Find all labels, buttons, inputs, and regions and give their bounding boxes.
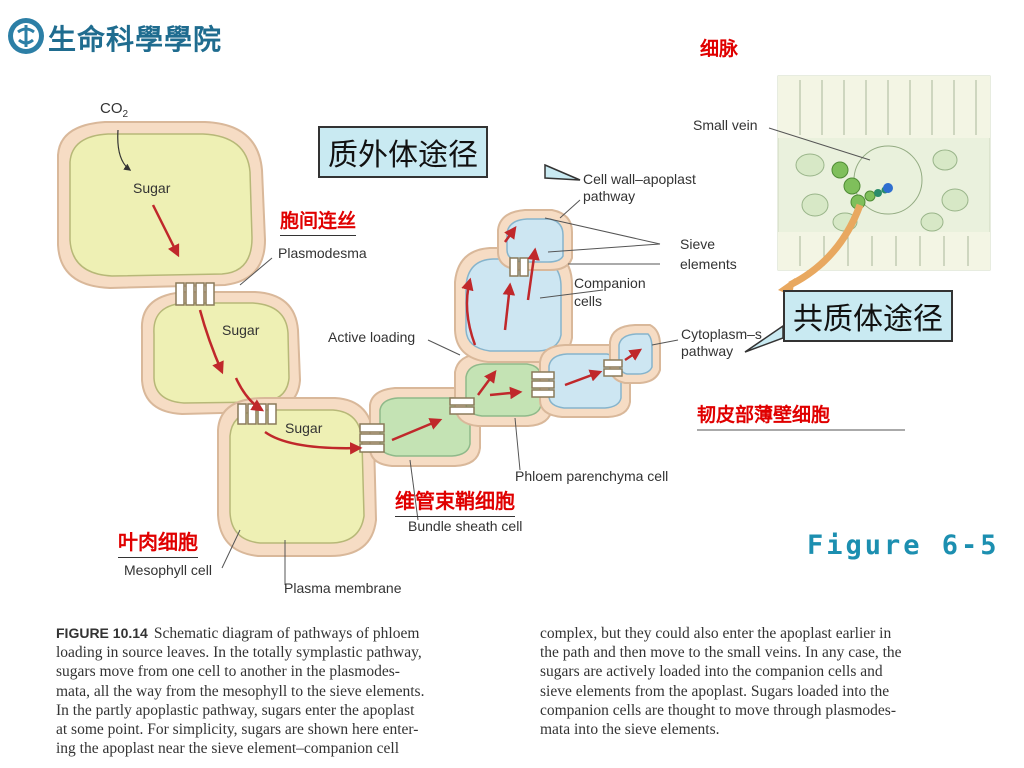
vein-annotation: 细脉 — [700, 38, 739, 60]
sugar-label-2: Sugar — [222, 322, 260, 338]
figure-label: FIGURE 10.14 — [56, 625, 148, 641]
caption-line: mata, all the way from the mesophyll to … — [56, 682, 425, 700]
sieve-element-top — [497, 209, 573, 271]
companion-label-line1: Companion — [574, 275, 646, 291]
caption-column-2: complex, but they could also enter the a… — [540, 624, 990, 739]
plasmodesma-annotation: 胞间连丝 — [280, 206, 357, 236]
caption-line: loading in source leaves. In the totally… — [56, 644, 422, 662]
school-emblem-icon — [8, 18, 44, 54]
bundle-sheath-annotation: 维管束鞘细胞 — [395, 485, 515, 517]
school-name: 生命科學學院 — [48, 23, 223, 56]
caption-line: at some point. For simplicity, sugars ar… — [56, 721, 419, 739]
cell-wall-label-line2: pathway — [583, 188, 636, 204]
caption-line: companion cells are thought to move thro… — [540, 701, 896, 719]
sieve-label-line1: Sieve — [680, 236, 716, 252]
caption-line: In the partly apoplastic pathway, sugars… — [56, 701, 415, 719]
cytoplasm-label-line1: Cytoplasm–s — [681, 326, 762, 342]
cell-wall-label-line1: Cell wall–apoplast — [583, 171, 696, 187]
active-loading-label: Active loading — [328, 329, 416, 345]
caption-line: sugars are actively loaded into the comp… — [540, 663, 883, 681]
bundle-sheath-label: Bundle sheath cell — [408, 518, 523, 534]
co2-arrow — [117, 129, 132, 171]
school-logo: 生命科學學院 — [6, 14, 276, 60]
symplast-pathway-callout: 共质体途径 — [783, 290, 953, 342]
co2-label: CO2 — [100, 100, 129, 120]
cytoplasm-label-line2: pathway — [681, 343, 734, 359]
phloem-parenchyma-annotation: 韧皮部薄壁细胞 — [697, 404, 831, 426]
sieve-label-line2: elements — [680, 256, 737, 272]
leaf-cross-section-inset — [768, 75, 991, 296]
caption-line: sieve elements from the apoplast. Sugars… — [540, 682, 890, 700]
caption-line: complex, but they could also enter the a… — [540, 625, 892, 642]
small-vein-label: Small vein — [693, 117, 758, 133]
caption-line: mata into the sieve elements. — [540, 721, 720, 739]
apoplast-pathway-callout: 质外体途径 — [318, 126, 488, 178]
caption-line: the path and then move to the small vein… — [540, 644, 902, 662]
leader-lines — [221, 199, 679, 585]
apoplast-callout-pointer — [544, 163, 581, 181]
companion-cell — [454, 247, 573, 363]
phloem-parenchyma-label: Phloem parenchyma cell — [515, 468, 669, 484]
phloem-loading-diagram — [57, 75, 991, 585]
figure-number: Figure 6-5 — [807, 530, 1000, 561]
sugar-flow-arrows — [151, 204, 643, 455]
mesophyll-label: Mesophyll cell — [124, 562, 212, 578]
plasma-membrane-label: Plasma membrane — [284, 580, 402, 596]
sugar-label-3: Sugar — [285, 420, 323, 436]
caption-line: ing the apoplast near the sieve element–… — [56, 740, 400, 758]
plasmodesma-label: Plasmodesma — [278, 245, 367, 261]
caption-line: sugars move from one cell to another in … — [56, 663, 400, 681]
companion-label-line2: cells — [574, 293, 603, 309]
mesophyll-annotation: 叶肉细胞 — [118, 526, 198, 558]
sugar-label-1: Sugar — [133, 180, 171, 196]
mesophyll-cell-top — [57, 121, 267, 290]
mesophyll-cell-middle — [140, 291, 302, 416]
